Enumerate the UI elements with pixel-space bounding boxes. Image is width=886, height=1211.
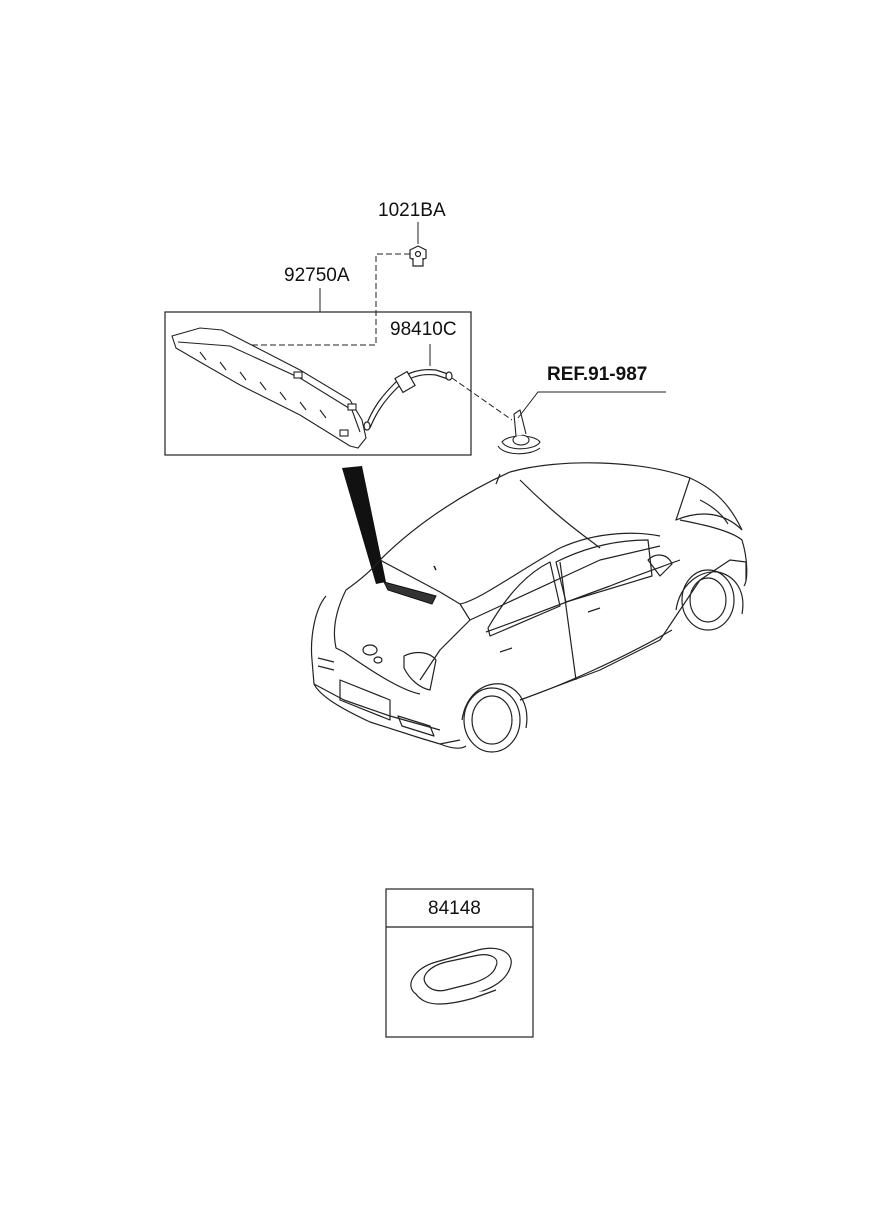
hose-part-number: 98410C [390,319,457,340]
bolt-part [409,245,427,267]
pointer-wedge [342,466,386,584]
bolt-dashed-guide [238,253,410,346]
reference-label: REF.91-987 [547,364,648,385]
plug-part-number: 84148 [428,898,481,919]
stop-lamp-callout-box [164,311,472,456]
reference-leader-line [517,391,666,419]
high-mount-stop-lamp [171,327,367,449]
washer-nozzle [497,409,541,455]
vehicle-stop-lamp-location [383,581,437,605]
bolt-part-number: 1021BA [378,200,446,221]
grommet-plug [410,947,512,1005]
hose-dashed-guide [451,377,513,421]
plug-inset-box [385,888,534,1038]
washer-hose [363,369,453,431]
vehicle-outline [310,462,748,753]
stop-lamp-part-number: 92750A [284,265,350,286]
vehicle-nozzle-location [433,565,437,571]
